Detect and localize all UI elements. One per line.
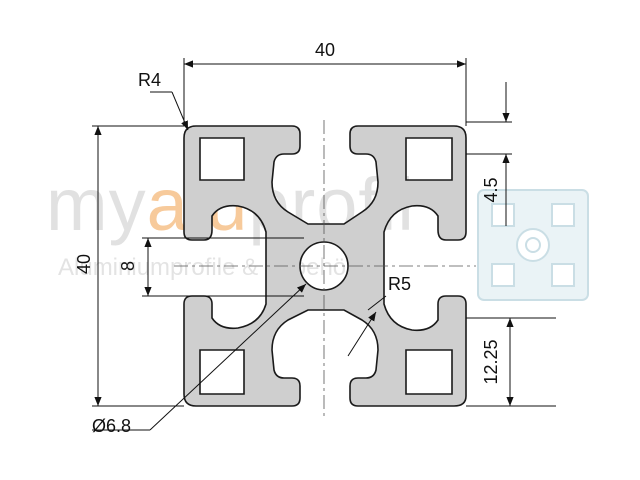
dim-groove-depth-label: 4.5 — [481, 177, 501, 202]
dim-slot-width-label: 8 — [118, 261, 138, 271]
dim-center-radius-label: R5 — [388, 274, 411, 294]
profile-shape — [183, 125, 467, 407]
dim-corner-radius-label: R4 — [138, 70, 161, 90]
dim-bore-diameter-label: Ø6.8 — [92, 416, 131, 436]
dimension-lines — [92, 58, 556, 431]
profile-logo-icon — [477, 189, 589, 301]
dim-height-label: 40 — [74, 254, 94, 274]
dim-width-label: 40 — [315, 40, 335, 60]
center-lines — [174, 120, 476, 420]
dim-slot-offset-label: 12.25 — [481, 339, 501, 384]
watermark-tagline: Aluminiumprofile & Zubehör — [58, 254, 355, 281]
